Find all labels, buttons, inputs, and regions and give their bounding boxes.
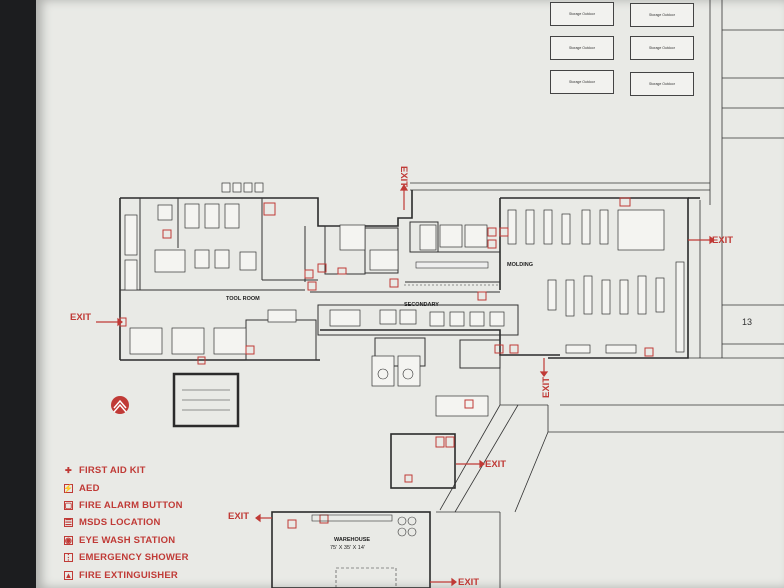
safety-legend: ✚ FIRST AID KIT ⚡ AED ▢ FIRE ALARM BUTTO… <box>63 462 264 584</box>
exit-label-north: EXIT <box>398 166 409 188</box>
lot-number: 13 <box>742 317 753 327</box>
msds-icon: ☰ <box>64 518 73 528</box>
warehouse-label: WAREHOUSE <box>334 537 371 543</box>
exit-label-south: EXIT <box>541 376 552 398</box>
exit-label-warehouse-east: EXIT <box>458 577 480 588</box>
first-aid-cross-icon: ✚ <box>65 466 72 476</box>
tool-room-label: TOOL ROOM <box>226 296 260 302</box>
legend-item-extinguisher: ▲ FIRE EXTINGUISHER <box>64 569 178 581</box>
storage-outdoor-6: Storage Outdoor <box>630 72 694 96</box>
storage-outdoor-5: Storage Outdoor <box>550 70 614 94</box>
exit-label-east: EXIT <box>712 235 734 246</box>
fire-alarm-icon: ▢ <box>64 500 73 510</box>
shower-icon: ⋮ <box>64 553 73 563</box>
legend-item-shower: ⋮ EMERGENCY SHOWER <box>64 552 189 564</box>
legend-item-fire-alarm: ▢ FIRE ALARM BUTTON <box>64 499 183 511</box>
storage-outdoor-1: Storage Outdoor <box>550 2 614 26</box>
storage-outdoor-2: Storage Outdoor <box>630 3 694 27</box>
extinguisher-icon: ▲ <box>64 570 73 580</box>
eye-wash-icon: ◉ <box>64 535 73 545</box>
storage-outdoor-4: Storage Outdoor <box>630 36 694 60</box>
legend-item-first-aid: ✚ FIRST AID KIT <box>65 465 146 477</box>
exit-label-west: EXIT <box>70 312 92 323</box>
exit-label-warehouse-west: EXIT <box>228 511 250 522</box>
legend-item-eye-wash: ◉ EYE WASH STATION <box>64 534 176 546</box>
aed-icon: ⚡ <box>63 483 74 493</box>
warehouse-dimensions: 75' X 35' X 14' <box>330 545 365 551</box>
legend-item-msds: ☰ MSDS LOCATION <box>64 517 161 529</box>
storage-outdoor-3: Storage Outdoor <box>550 36 614 60</box>
secondary-label: SECONDARY <box>404 302 439 308</box>
molding-label: MOLDING <box>507 262 533 268</box>
legend-item-aed: ⚡ AED <box>63 482 100 494</box>
exit-label-office: EXIT <box>485 459 507 470</box>
